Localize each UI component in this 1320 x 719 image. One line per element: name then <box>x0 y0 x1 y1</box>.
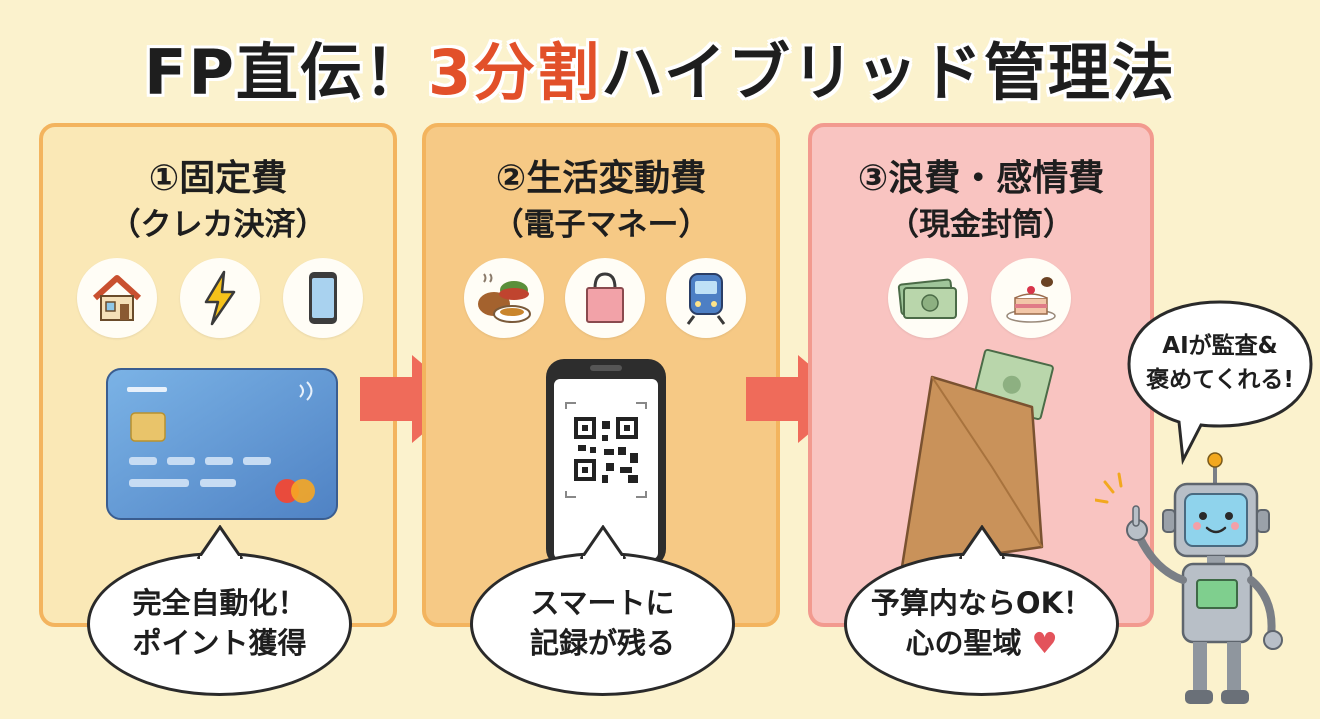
robot-mascot-icon <box>1095 452 1283 704</box>
panel-emotional-costs: ③浪費・感情費 （現金封筒） 予算内ならOK！ 心の聖域 ♥ <box>808 123 1154 696</box>
house-icon <box>77 258 157 338</box>
panel-subheading: （クレカ決済） <box>109 207 327 243</box>
panel-subheading: （現金封筒） <box>888 207 1074 243</box>
title-part2: ハイブリッド管理法 <box>601 36 1176 109</box>
title-accent: 3分割 <box>427 36 602 109</box>
panel-fixed-costs: ①固定費 （クレカ決済） 完全自動化！ ポイント獲得 <box>39 123 397 696</box>
robot-speech-line-1: AIが監査& <box>1162 333 1278 359</box>
cake-icon <box>991 258 1071 338</box>
speech-bubble: 完全自動化！ ポイント獲得 <box>87 525 352 696</box>
lightning-icon <box>180 258 260 338</box>
bubble-line-2: 記録が残る <box>529 626 675 660</box>
panel-heading: ②生活変動費 <box>495 158 707 199</box>
panel-subheading: （電子マネー） <box>492 207 710 243</box>
bubble-line-1: スマートに <box>530 586 675 620</box>
food-icon <box>464 258 544 338</box>
panel-variable-costs: ②生活変動費 （電子マネー） スマートに 記録が残る <box>422 123 780 696</box>
bubble-line-1: 予算内ならOK！ <box>870 586 1093 620</box>
cash-envelope-icon <box>900 348 1054 569</box>
bubble-line-2: ポイント獲得 <box>132 626 307 660</box>
page-title: FP直伝！3分割ハイブリッド管理法 <box>0 22 1320 112</box>
cash-icon <box>888 258 968 338</box>
panel-heading: ③浪費・感情費 <box>857 158 1105 199</box>
title-part1: FP直伝！ <box>144 36 428 109</box>
heart-icon: ♥ <box>1031 626 1058 660</box>
speech-bubble: スマートに 記録が残る <box>470 525 735 696</box>
bubble-line-2-text: 心の聖域 <box>905 626 1022 660</box>
shopping-bag-icon <box>565 258 645 338</box>
smartphone-icon <box>283 258 363 338</box>
credit-card-icon <box>106 368 338 520</box>
bubble-line-1: 完全自動化！ <box>132 586 307 620</box>
smartphone-qr-icon <box>546 359 666 567</box>
train-icon <box>666 258 746 338</box>
robot-speech-bubble: AIが監査& 褒めてくれる! <box>1125 298 1315 466</box>
robot-speech-line-2: 褒めてくれる! <box>1146 367 1294 393</box>
panel-heading: ①固定費 <box>148 158 288 199</box>
bubble-line-2: 心の聖域 ♥ <box>847 623 1116 663</box>
speech-bubble: 予算内ならOK！ 心の聖域 ♥ <box>844 525 1119 696</box>
